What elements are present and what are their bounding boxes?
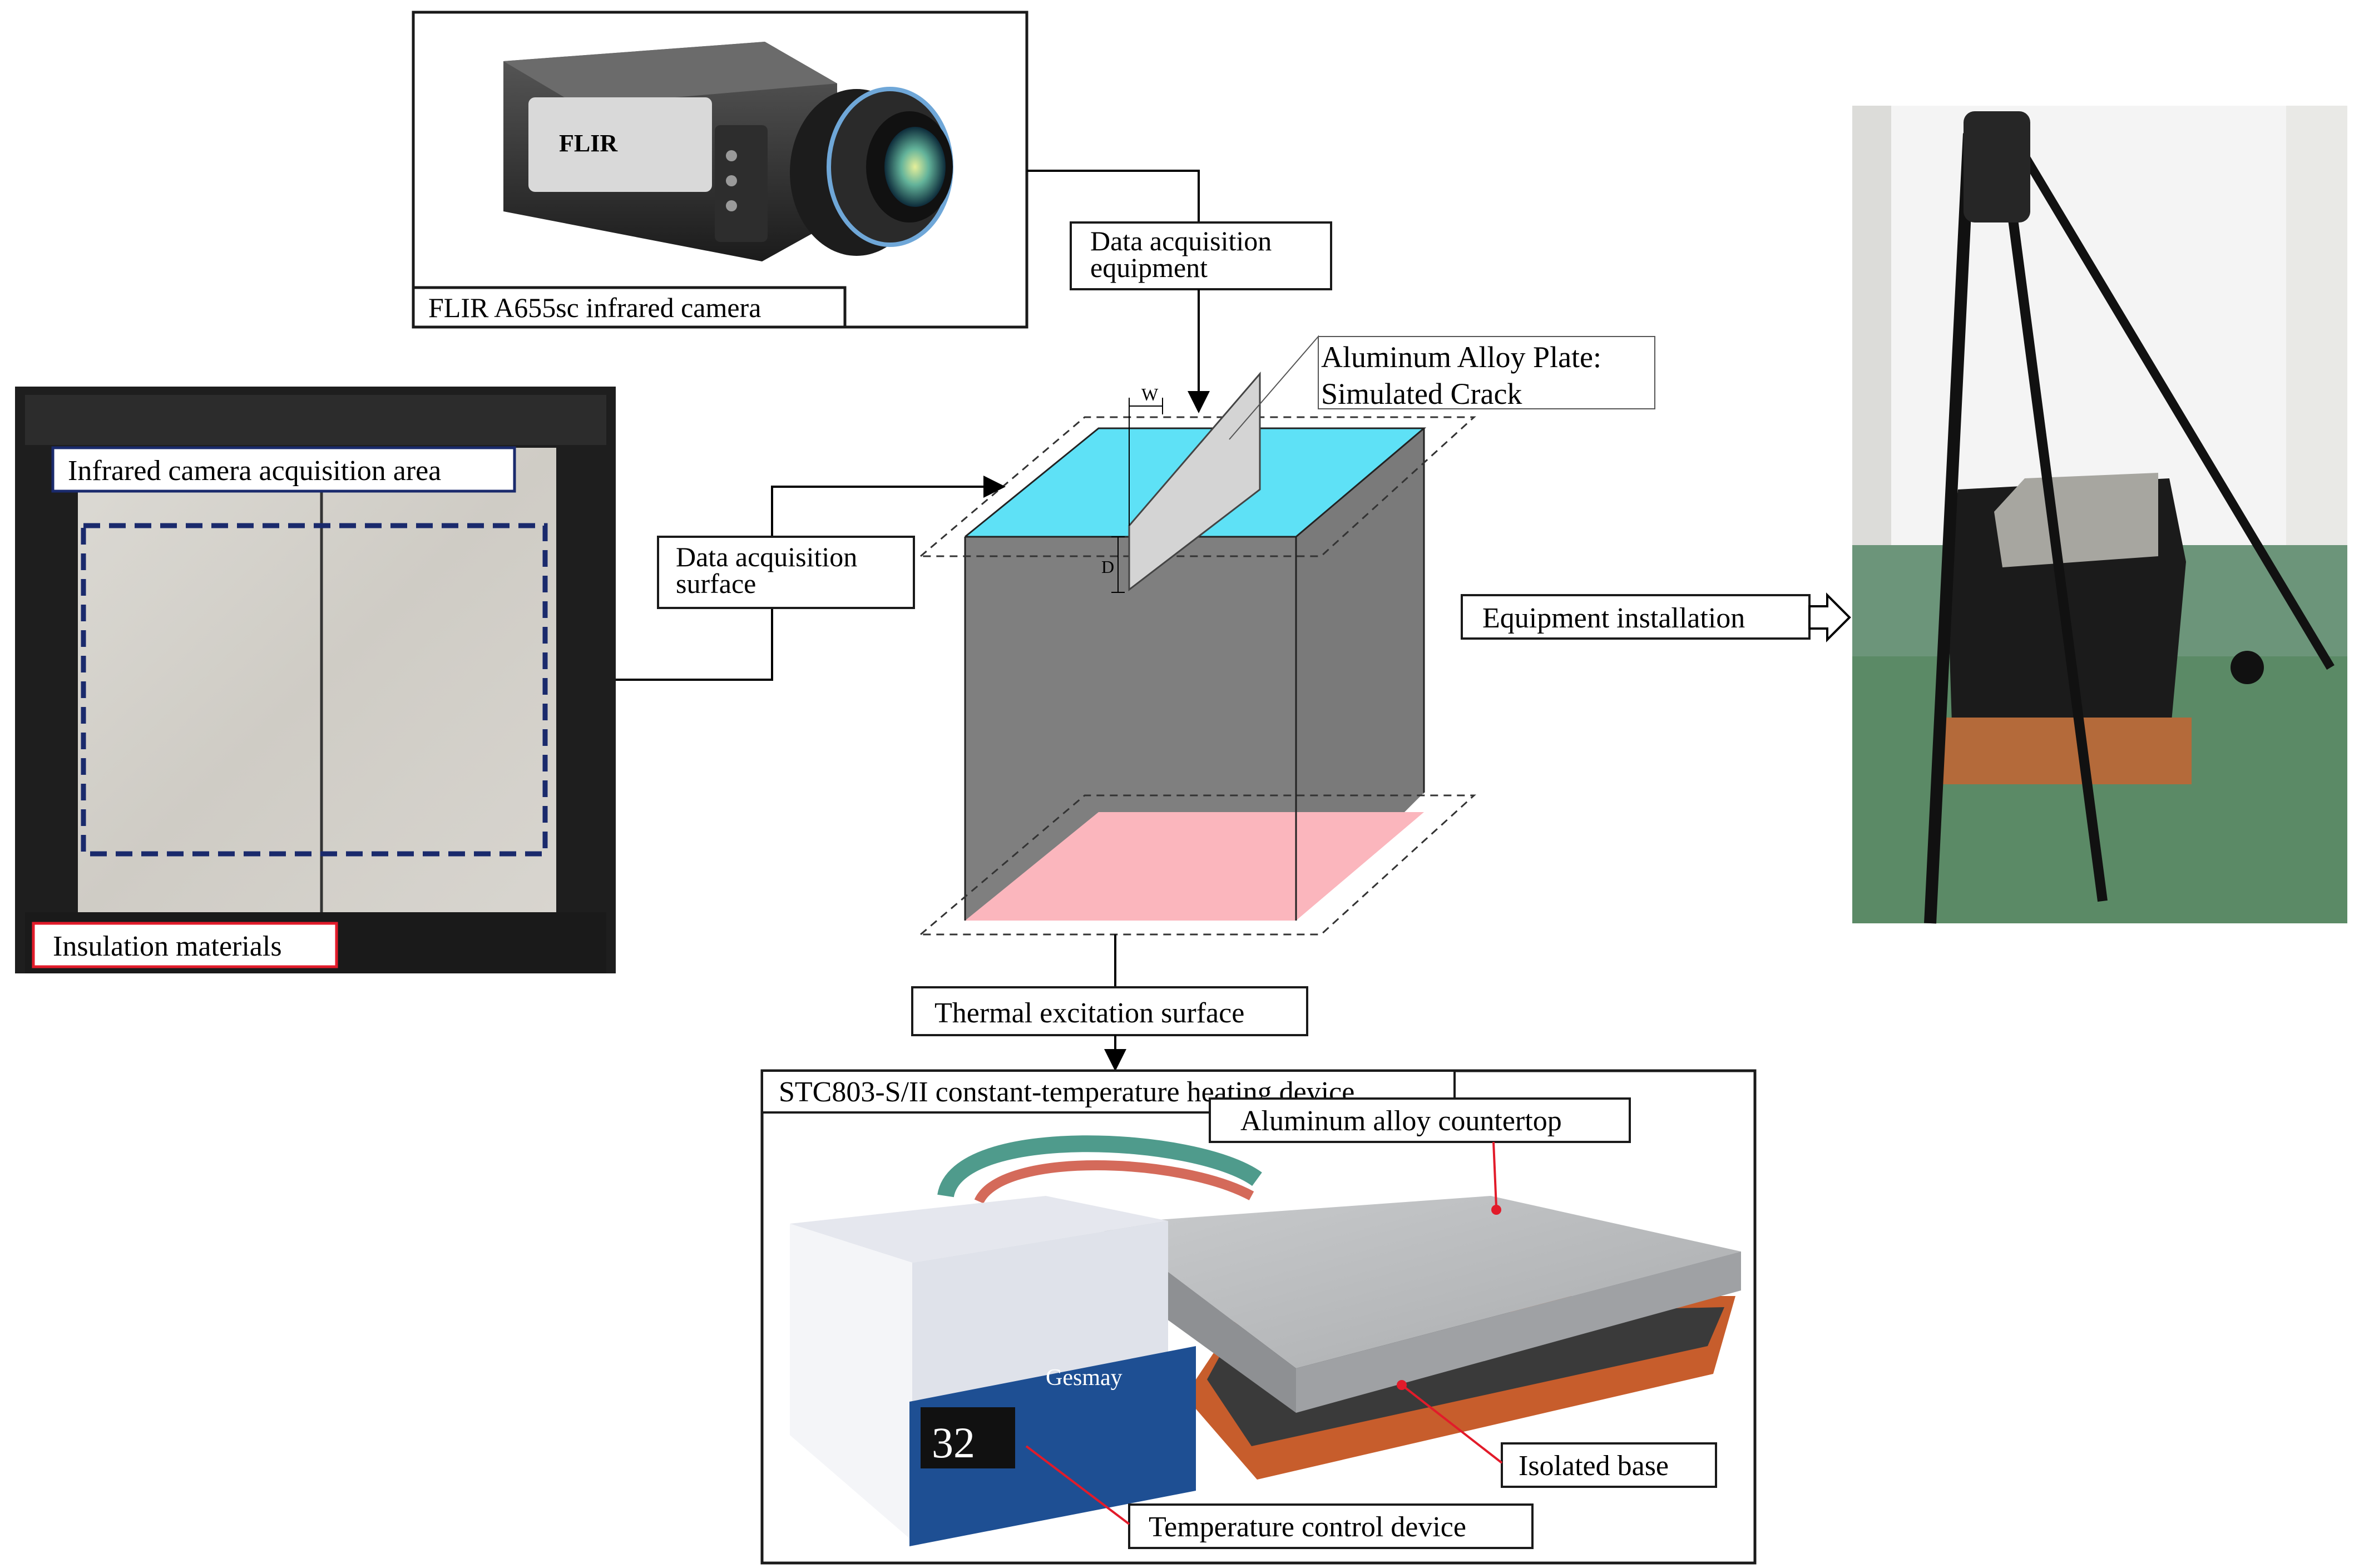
specimen-side-face <box>1296 428 1424 921</box>
camera-icon <box>503 42 953 261</box>
svg-text:Data acquisition: Data acquisition <box>1090 225 1272 256</box>
aluminum-plate-label: Aluminum Alloy Plate: Simulated Crack <box>1229 335 1655 440</box>
thermal-excitation-surface-bottom <box>965 812 1424 921</box>
insulation-label: Insulation materials <box>32 922 338 968</box>
temperature-display: 32 <box>932 1418 975 1467</box>
camera-label-box <box>412 286 847 329</box>
data-acquisition-equipment-label: Data acquisition equipment <box>1070 221 1332 290</box>
controller-box <box>790 1196 1196 1546</box>
installation-photo <box>1852 106 2347 924</box>
temperature-control-label: Temperature control device <box>1025 1445 1534 1549</box>
svg-text:equipment: equipment <box>1090 252 1208 283</box>
dimension-d: D <box>1101 557 1114 577</box>
acquisition-area-frame <box>81 523 548 857</box>
connector-camera <box>1027 170 1200 222</box>
dimension-w: W <box>1141 384 1159 404</box>
isolated-base-label: Isolated base <box>1401 1384 1717 1488</box>
svg-text:Insulation materials: Insulation materials <box>53 931 282 962</box>
data-acquisition-surface-label: Data acquisition surface <box>657 536 915 609</box>
aluminum-countertop-label: Aluminum alloy countertop <box>1209 1097 1631 1208</box>
arrow-to-installation-icon <box>1808 592 1851 642</box>
svg-text:Aluminum Alloy Plate:: Aluminum Alloy Plate: <box>1321 340 1601 374</box>
svg-text:Thermal excitation surface: Thermal excitation surface <box>934 997 1244 1029</box>
connector-surface-top <box>771 476 1006 538</box>
camera-panel: FLIR FLIR A655sc infrared camera <box>412 11 1028 329</box>
svg-text:Isolated base: Isolated base <box>1519 1450 1669 1482</box>
specimen-box <box>918 371 1476 936</box>
infrared-area-label: Infrared camera acquisition area <box>51 446 516 493</box>
camera-label: FLIR A655sc infrared camera <box>428 292 761 323</box>
camera-brand-logo: FLIR <box>559 130 618 157</box>
svg-text:Infrared camera acquisition ar: Infrared camera acquisition area <box>68 455 441 487</box>
svg-text:Equipment installation: Equipment installation <box>1482 602 1745 634</box>
connector-surface <box>616 609 773 681</box>
heating-device-panel: STC803-S/II constant-temperature heating… <box>760 1069 1757 1565</box>
controller-brand-logo: Gesmay <box>1046 1365 1122 1391</box>
equipment-installation-label: Equipment installation <box>1461 592 1851 642</box>
thermal-excitation-label: Thermal excitation surface <box>911 986 1308 1036</box>
crack-plate <box>1128 371 1261 592</box>
svg-text:surface: surface <box>676 568 756 599</box>
svg-text:Data acquisition: Data acquisition <box>676 541 857 572</box>
svg-text:Temperature control device: Temperature control device <box>1149 1511 1466 1543</box>
svg-text:Simulated Crack: Simulated Crack <box>1321 377 1522 410</box>
svg-text:Aluminum alloy countertop: Aluminum alloy countertop <box>1240 1105 1562 1137</box>
